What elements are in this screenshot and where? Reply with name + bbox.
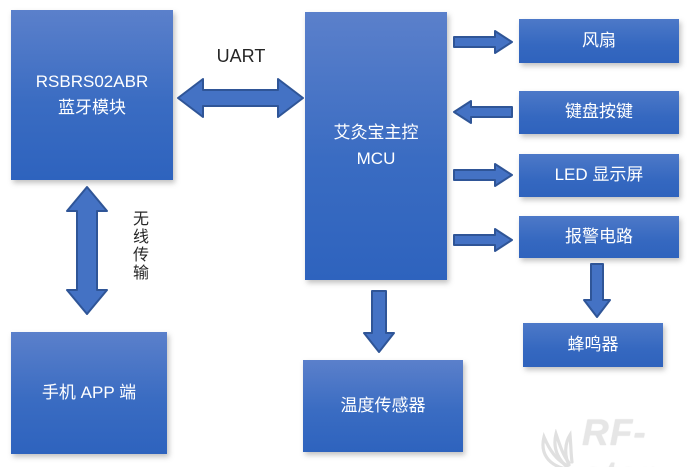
arrow-mcu-to-temp-icon [362,289,396,355]
arrow-mcu-to-alarm-icon [452,227,514,253]
node-phone-app: 手机 APP 端 [11,332,167,454]
buzzer-label: 蜂鸣器 [567,334,619,354]
node-fan: 风扇 [519,19,679,63]
uart-double-arrow-icon [176,75,305,121]
node-main-mcu: 艾灸宝主控 MCU [305,12,447,280]
wireless-connection-label: 无线传输 [130,210,147,282]
keypad-label: 键盘按键 [565,102,633,122]
temperature-sensor-label: 温度传感器 [340,395,426,415]
bluetooth-module-name: 蓝牙模块 [58,98,126,117]
alarm-circuit-label: 报警电路 [565,226,633,246]
node-bluetooth-module: RSBRS02ABR 蓝牙模块 [11,10,173,180]
node-alarm-circuit: 报警电路 [519,216,679,258]
node-led-display: LED 显示屏 [519,154,679,197]
arrow-mcu-to-led-icon [452,162,514,188]
node-temperature-sensor: 温度传感器 [303,360,463,452]
led-display-label: LED 显示屏 [554,165,644,185]
fan-label: 风扇 [582,30,616,50]
arrow-keypad-to-mcu-icon [452,99,514,125]
arrow-mcu-to-fan-icon [452,29,514,55]
bluetooth-module-model: RSBRS02ABR [35,71,149,91]
mcu-name-line2: MCU [356,149,396,168]
arrow-alarm-to-buzzer-icon [582,262,612,320]
mcu-name-line1: 艾灸宝主控 [333,122,419,142]
rf-star-brand-text: RF-star [582,412,653,467]
rf-star-watermark: RF-star [536,412,696,467]
wireless-double-arrow-icon [65,185,109,316]
phone-app-label: 手机 APP 端 [41,382,137,402]
node-keypad: 键盘按键 [519,91,679,134]
fan-shell-icon [536,427,580,467]
uart-connection-label: UART [216,46,266,66]
node-buzzer: 蜂鸣器 [523,323,663,367]
